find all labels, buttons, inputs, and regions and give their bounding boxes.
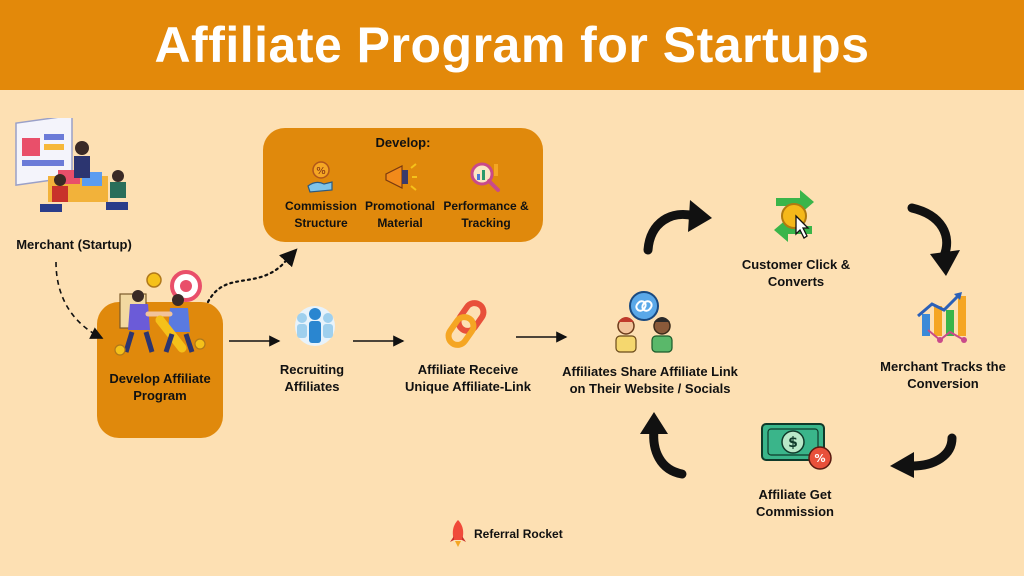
brand-name: Referral Rocket xyxy=(474,527,563,541)
page-title: Affiliate Program for Startups xyxy=(154,17,870,73)
step-get-commission-label: Affiliate Get Commission xyxy=(755,487,834,519)
dotted-arrow-program-to-develop xyxy=(206,248,298,304)
curved-arrow-tracks-to-commission xyxy=(890,433,957,478)
develop-item-commission: Commission Structure xyxy=(284,199,357,230)
commission-hand-icon: % xyxy=(307,161,333,193)
megaphone-icon xyxy=(385,163,417,191)
title-banner: Affiliate Program for Startups xyxy=(0,0,1024,90)
step-receive-link-label: Affiliate Receive Unique Affiliate-Link xyxy=(405,362,531,394)
svg-text:%: % xyxy=(814,452,825,465)
rocket-logo-icon xyxy=(450,520,466,547)
performance-magnifier-icon xyxy=(470,162,500,192)
curved-arrow-customer-to-tracks xyxy=(907,203,960,276)
step-share-link-label: Affiliates Share Affiliate Link on Their… xyxy=(562,364,738,396)
coin-click-icon xyxy=(774,190,814,242)
merchant-label: Merchant (Startup) xyxy=(16,237,132,252)
dashed-arrow-merchant-to-program xyxy=(55,261,104,339)
chain-link-icon xyxy=(445,300,487,348)
step-develop-program-label: Develop Affiliate Program xyxy=(109,371,211,403)
handshake-target-icon xyxy=(114,270,206,356)
recruiting-people-icon xyxy=(295,306,335,346)
affiliates-sharing-icon xyxy=(615,291,673,353)
develop-item-promotional: Promotional Material xyxy=(364,199,435,230)
step-customer-click-label: Customer Click & Converts xyxy=(741,257,851,289)
curved-arrow-share-to-customer xyxy=(643,200,712,255)
step-recruiting-label: Recruiting Affiliates xyxy=(279,362,345,394)
develop-heading: Develop: xyxy=(375,135,431,150)
svg-text:$: $ xyxy=(788,435,798,451)
curved-arrow-commission-to-share xyxy=(640,412,687,479)
growth-chart-icon xyxy=(917,292,967,343)
merchant-meeting-icon xyxy=(15,118,128,212)
svg-text:%: % xyxy=(316,166,326,177)
step-merchant-tracks-label: Merchant Tracks the Conversion xyxy=(880,359,1006,391)
dollar-bill-percent-icon: $ % xyxy=(761,423,832,470)
develop-item-performance: Performance & Tracking xyxy=(443,199,529,230)
